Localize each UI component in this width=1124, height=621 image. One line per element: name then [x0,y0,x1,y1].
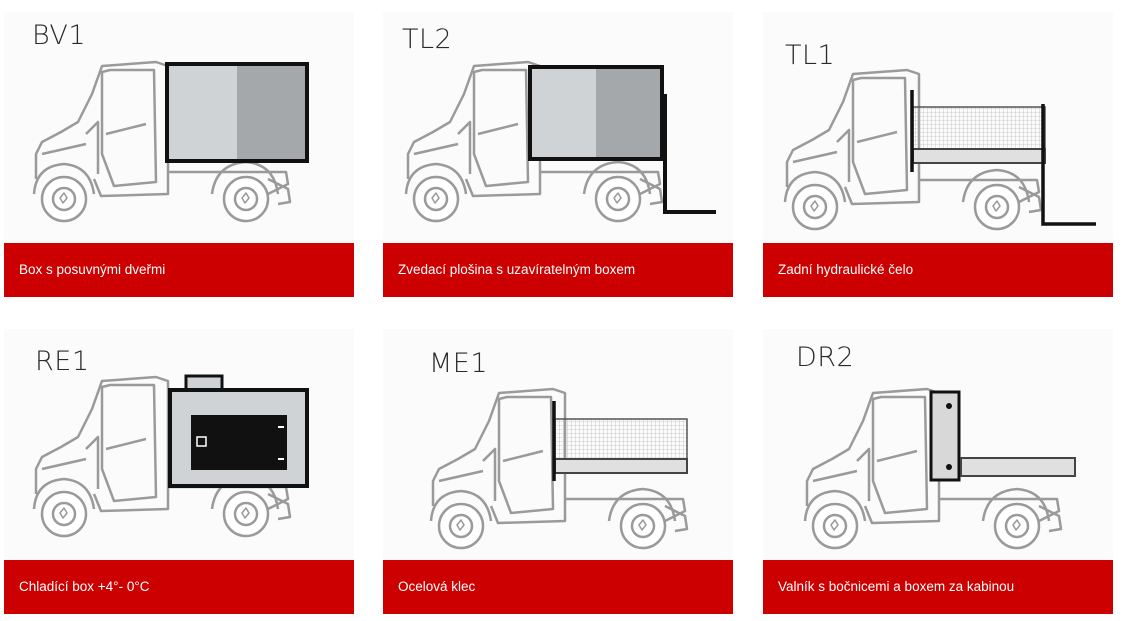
product-code: TL2 [402,24,453,55]
product-label[interactable]: Ocelová klec [383,560,733,614]
vehicle-image: RE1 [4,329,354,560]
vehicle-image: DR2 [763,329,1113,560]
product-code: BV1 [32,20,86,51]
vehicle-image: BV1 [4,12,354,243]
card-me1[interactable]: ME1 Ocelová klec [383,329,733,614]
product-label[interactable]: Zvedací plošina s uzavíratelným boxem [383,243,733,297]
product-label[interactable]: Zadní hydraulické čelo [763,243,1113,297]
product-label[interactable]: Box s posuvnými dveřmi [4,243,354,297]
card-tl2[interactable]: TL2 Zvedací plošina s uzavíratelným boxe… [383,12,733,297]
card-bv1[interactable]: BV1 Box s posuvnými dveřmi [4,12,354,297]
product-code: RE1 [35,346,90,377]
vehicle-image: ME1 [383,329,733,560]
card-dr2[interactable]: DR2 Valník s bočnicemi a boxem za kabino… [763,329,1113,614]
product-label[interactable]: Chladící box +4°- 0°C [4,560,354,614]
vehicle-image: TL2 [383,12,733,243]
product-code: TL1 [785,40,836,71]
product-code: ME1 [429,348,489,379]
card-re1[interactable]: RE1 Chladící box +4°- 0°C [4,329,354,614]
vehicle-image: TL1 [763,12,1113,243]
product-code: DR2 [796,342,855,373]
card-tl1[interactable]: TL1 Zadní hydraulické čelo [763,12,1113,297]
product-label[interactable]: Valník s bočnicemi a boxem za kabinou [763,560,1113,614]
